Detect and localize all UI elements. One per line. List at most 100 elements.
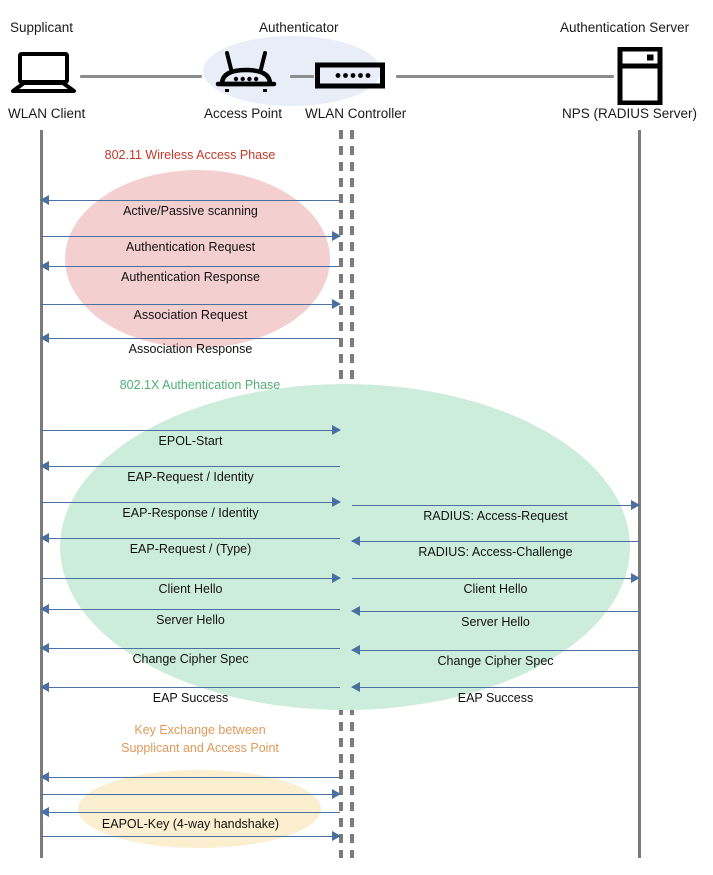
actor-name-access-point: Access Point — [204, 106, 283, 121]
connector-wlc-to-server — [396, 75, 614, 78]
lifeline-supplicant — [40, 130, 43, 858]
message-line — [41, 538, 340, 539]
arrowhead-left-icon — [40, 461, 49, 471]
message-authentication-request: Authentication Request — [41, 231, 341, 258]
message-label: Server Hello — [461, 615, 530, 629]
arrowhead-right-icon — [631, 500, 640, 510]
message-line — [41, 266, 340, 267]
message-change-cipher-spec-right: Change Cipher Spec — [351, 645, 639, 672]
message-line — [41, 648, 340, 649]
arrowhead-left-icon — [40, 533, 49, 543]
message-label: EAP Success — [152, 691, 229, 705]
message-line — [41, 502, 340, 503]
message-line — [41, 430, 340, 431]
message-server-hello-right: Server Hello — [351, 606, 639, 633]
message-line — [352, 650, 639, 651]
message-label: RADIUS: Access-Challenge — [418, 545, 573, 559]
actor-name-wlan-client: WLAN Client — [8, 106, 86, 121]
message-change-cipher-spec-left: Change Cipher Spec — [40, 643, 340, 670]
access-point-icon — [215, 48, 277, 99]
message-label: EAPOL-Key (4-way handshake) — [101, 817, 280, 831]
message-line — [41, 236, 340, 237]
arrowhead-right-icon — [332, 231, 341, 241]
message-key-exchange-2 — [41, 789, 341, 816]
phase-802-1x-blob — [60, 384, 630, 710]
message-line — [352, 578, 639, 579]
phase-key-exchange-label-line-1: Supplicant and Access Point — [121, 741, 279, 755]
message-label: RADIUS: Access-Request — [423, 509, 568, 523]
message-label: Change Cipher Spec — [437, 654, 554, 668]
lifeline-authentication-server — [638, 130, 641, 858]
wlan-controller-icon — [315, 62, 385, 94]
message-line — [41, 578, 340, 579]
arrowhead-right-icon — [332, 831, 341, 841]
message-label: Association Request — [133, 308, 248, 322]
arrowhead-left-icon — [40, 333, 49, 343]
message-label: EAP-Request / Identity — [127, 470, 254, 484]
message-label: Change Cipher Spec — [132, 652, 249, 666]
message-line — [41, 836, 340, 837]
phase-802-1x-label: 802.1X Authentication Phase — [100, 376, 300, 394]
message-eapol-key-4-way-handshake: EAPOL-Key (4-way handshake) — [40, 807, 340, 834]
message-label: Client Hello — [463, 582, 528, 596]
message-label: Association Response — [128, 342, 253, 356]
message-label: EAP-Request / (Type) — [129, 542, 252, 556]
message-eap-success-left: EAP Success — [40, 682, 340, 709]
message-radius-access-challenge: RADIUS: Access-Challenge — [351, 536, 639, 563]
message-line — [352, 611, 639, 612]
message-client-hello-left: Client Hello — [41, 573, 341, 600]
message-line — [352, 541, 639, 542]
message-label: Authentication Response — [121, 270, 260, 284]
message-line — [41, 777, 340, 778]
phase-802-11-label: 802.11 Wireless Access Phase — [85, 146, 295, 164]
message-eap-success-right: EAP Success — [351, 682, 639, 709]
message-label: EAP-Response / Identity — [122, 506, 259, 520]
message-client-hello-right: Client Hello — [352, 573, 640, 600]
message-server-hello-left: Server Hello — [40, 604, 340, 631]
message-eap-response-identity: EAP-Response / Identity — [41, 497, 341, 524]
message-label: Authentication Request — [125, 240, 256, 254]
connector-ap-to-wlc — [290, 75, 314, 78]
message-line — [41, 200, 340, 201]
arrowhead-right-icon — [332, 789, 341, 799]
actor-role-supplicant: Supplicant — [10, 20, 74, 35]
message-radius-access-request: RADIUS: Access-Request — [352, 500, 640, 527]
message-association-request: Association Request — [41, 299, 341, 326]
message-line — [41, 304, 340, 305]
arrowhead-right-icon — [332, 573, 341, 583]
message-key-exchange-1 — [40, 772, 340, 799]
arrowhead-left-icon — [40, 604, 49, 614]
arrowhead-right-icon — [631, 573, 640, 583]
message-key-exchange-4 — [41, 831, 341, 858]
actor-role-authenticator: Authenticator — [259, 20, 339, 35]
message-line — [41, 466, 340, 467]
message-line — [352, 687, 639, 688]
message-eap-request-type: EAP-Request / (Type) — [40, 533, 340, 560]
message-label: EAP Success — [457, 691, 534, 705]
message-active-passive-scanning: Active/Passive scanning — [40, 195, 340, 222]
arrowhead-right-icon — [332, 299, 341, 309]
message-label: Client Hello — [158, 582, 223, 596]
arrowhead-left-icon — [351, 606, 360, 616]
message-eapol-start: EPOL-Start — [41, 425, 341, 452]
actor-role-authentication-server: Authentication Server — [560, 20, 690, 35]
message-line — [41, 794, 340, 795]
arrowhead-left-icon — [40, 772, 49, 782]
phase-802-1x-label-line-0: 802.1X Authentication Phase — [119, 378, 281, 392]
arrowhead-left-icon — [351, 682, 360, 692]
message-line — [41, 812, 340, 813]
message-label: Server Hello — [156, 613, 225, 627]
arrowhead-left-icon — [40, 682, 49, 692]
arrowhead-left-icon — [40, 643, 49, 653]
arrowhead-right-icon — [332, 497, 341, 507]
server-icon — [617, 46, 663, 110]
arrowhead-right-icon — [332, 425, 341, 435]
message-line — [41, 338, 340, 339]
arrowhead-left-icon — [40, 195, 49, 205]
message-label: Active/Passive scanning — [123, 204, 258, 218]
arrowhead-left-icon — [351, 536, 360, 546]
phase-key-exchange-label-line-0: Key Exchange between — [134, 723, 266, 737]
actor-name-nps-radius-server: NPS (RADIUS Server) — [562, 106, 698, 121]
phase-802-11-blob — [65, 170, 330, 348]
